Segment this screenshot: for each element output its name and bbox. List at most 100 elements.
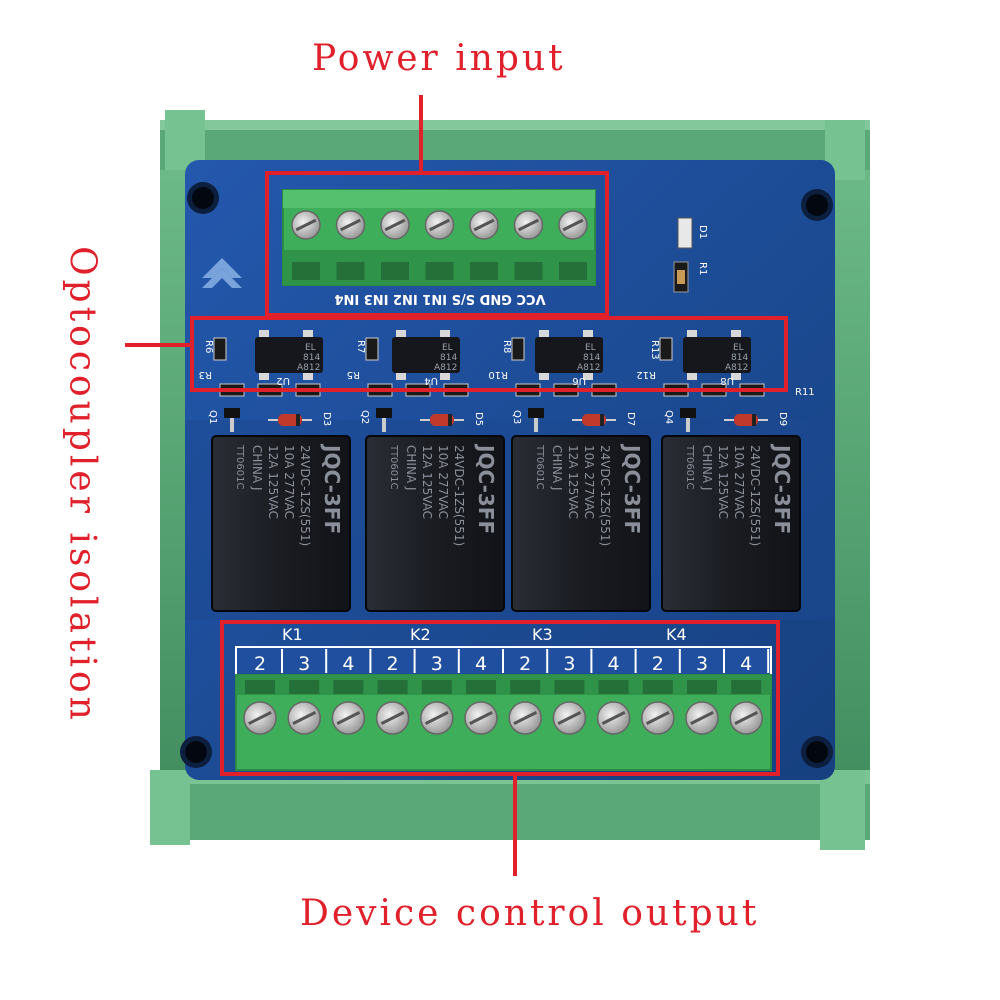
input-screw — [335, 210, 366, 240]
transistor-label: Q4 — [663, 410, 674, 424]
diode-band — [752, 414, 756, 426]
chip-pin — [539, 372, 549, 380]
transistor-label: Q3 — [511, 410, 522, 424]
smd-resistor — [659, 337, 673, 361]
pin-number-label: 3 — [563, 653, 575, 675]
transistor-leg — [686, 418, 690, 432]
power-input-annotation: Power input — [312, 38, 566, 79]
transistor-label: Q2 — [359, 410, 370, 424]
resistor-label: R1 — [697, 262, 708, 275]
chip-pin — [396, 330, 406, 338]
wire-entry — [292, 262, 320, 280]
relay-text: 10A 277VAC — [732, 445, 746, 519]
resistor-label: R6 — [203, 340, 214, 353]
pin-number-label: 2 — [652, 653, 664, 675]
relay-designator-label: K1 — [282, 625, 303, 644]
input-screw — [380, 210, 410, 240]
screw-slot — [690, 711, 714, 725]
opto-ref-label: U2 — [276, 375, 290, 386]
chip-pin — [440, 330, 450, 338]
chip-text-line1: EL — [733, 343, 744, 353]
diode-band — [600, 414, 604, 426]
output-screw — [508, 701, 542, 735]
chip-body — [683, 337, 751, 373]
relay-text: 24VDC-1ZS(551) — [748, 445, 762, 546]
wire-entry — [731, 680, 762, 694]
wire-entry — [245, 680, 275, 694]
resistor-label: R12 — [636, 369, 656, 380]
output-screw — [685, 701, 719, 735]
brand-logo-icon — [202, 258, 242, 288]
chip-text-line2: 814 — [440, 353, 457, 363]
screw-slot — [469, 711, 493, 725]
transistor-body — [224, 408, 240, 418]
wire-entry — [421, 680, 452, 694]
wire-entry — [559, 262, 587, 280]
output-box — [220, 620, 780, 776]
diode-label: D9 — [777, 412, 788, 426]
screw-slot — [473, 218, 495, 232]
chip-body — [392, 337, 460, 373]
relay-text: CHINA J — [404, 445, 418, 490]
chip-pin — [583, 372, 593, 380]
pin-number-label: 2 — [254, 653, 266, 675]
chip-text-line1: EL — [442, 343, 453, 353]
resistor-label: R10 — [488, 369, 508, 380]
wire-entry — [554, 680, 585, 694]
relay-text: CHINA J — [550, 445, 564, 490]
chip-pin — [440, 372, 450, 380]
transistor-leg — [230, 418, 234, 432]
pin-number-label: 3 — [431, 653, 443, 675]
screw-slot — [380, 711, 405, 725]
output-screw — [287, 701, 321, 735]
screw-slot — [734, 711, 759, 725]
chip-text-line3: A812 — [577, 363, 600, 373]
output-screw — [552, 701, 587, 735]
relay-text: TT0601C — [684, 444, 695, 489]
input-screw — [469, 210, 499, 240]
output-screw — [331, 701, 366, 735]
relay-body — [661, 435, 801, 612]
wire-entry — [425, 262, 454, 280]
power-input-box — [265, 171, 609, 317]
relay-text: 24VDC-1ZS(551) — [598, 445, 612, 546]
screw-slot — [295, 218, 317, 232]
relay-text: JQC-3FF — [620, 443, 644, 534]
relay-text: CHINA J — [250, 445, 264, 490]
chip-pin — [687, 330, 697, 338]
input-screw — [558, 210, 588, 240]
diode-label: D7 — [625, 412, 636, 426]
wire-entry — [510, 680, 541, 694]
input-screws — [291, 210, 588, 280]
relay-body — [365, 435, 505, 612]
resistor-label: R8 — [501, 340, 512, 353]
output-screw — [641, 701, 675, 735]
status-led — [673, 217, 693, 293]
screw-slot — [248, 711, 272, 725]
input-screw — [513, 210, 544, 240]
opto-ref-label: U6 — [572, 375, 586, 386]
relay-text: JQC-3FF — [320, 443, 344, 534]
screw-slot — [557, 711, 582, 725]
relay-body — [511, 435, 651, 612]
output-annotation: Device control output — [300, 893, 760, 934]
wire-entry — [381, 262, 409, 280]
screw-slot — [336, 711, 361, 725]
wire-entry — [466, 680, 496, 694]
smd-resistor — [213, 337, 227, 361]
screw-slot — [340, 218, 361, 232]
optocoupler-annotation: Optocoupler isolation — [61, 246, 103, 724]
chip-body — [255, 337, 323, 373]
input-screw — [424, 210, 455, 240]
chip-pin — [731, 330, 741, 338]
chip-pin — [396, 372, 406, 380]
relay-text: 12A 125VAC — [566, 445, 580, 519]
screw-slot — [429, 218, 450, 232]
wire-entry — [598, 680, 629, 694]
wire-entry — [377, 680, 408, 694]
chip-pin — [687, 372, 697, 380]
